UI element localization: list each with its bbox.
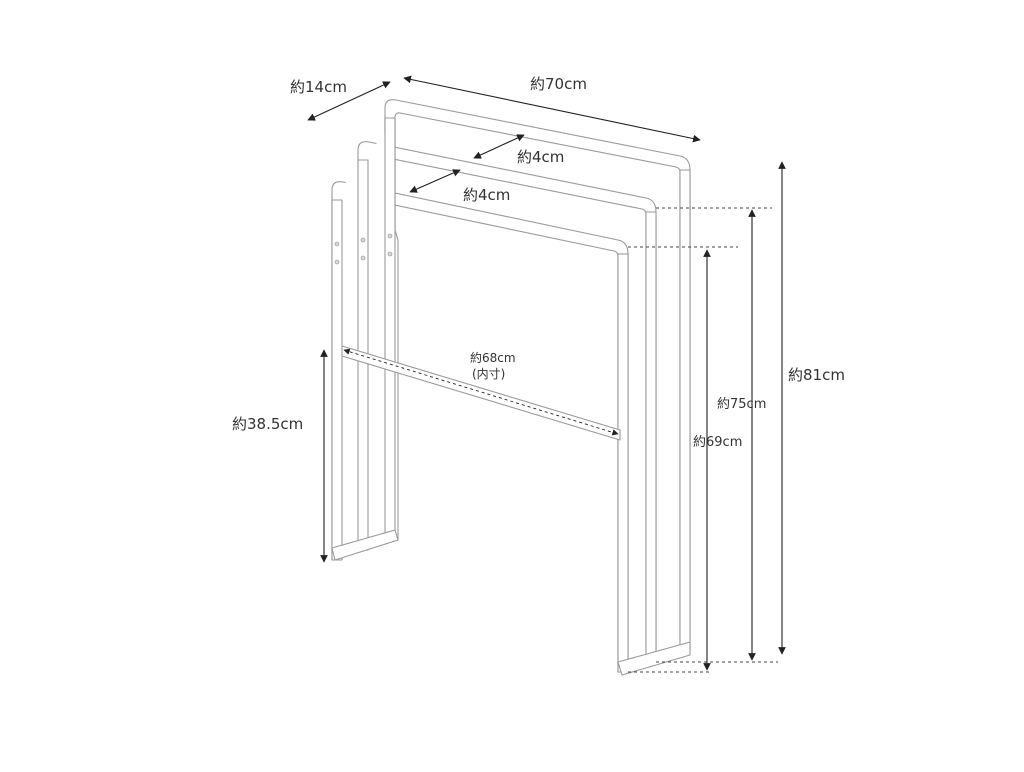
label-inner-width-note: (内寸) (472, 367, 505, 381)
label-inner-width: 約68cm (470, 350, 516, 365)
dim-line-gap-upper (473, 134, 525, 159)
label-total-height: 約81cm (788, 366, 845, 384)
dim-line-gap-lower (409, 169, 461, 193)
dim-line-width (403, 75, 701, 143)
screw-icon (387, 233, 393, 239)
label-front-height: 約69cm (693, 435, 742, 450)
label-gap-lower: 約4cm (463, 186, 510, 204)
label-middle-height: 約75cm (717, 397, 766, 412)
dim-line-depth (307, 81, 391, 121)
screw-icon (360, 255, 366, 261)
label-depth: 約14cm (290, 78, 347, 96)
screw-icon (334, 241, 340, 247)
label-width: 約70cm (530, 75, 587, 93)
screw-icon (360, 237, 366, 243)
extension-lines (628, 207, 778, 673)
label-gap-upper: 約4cm (517, 148, 564, 166)
label-bar-height: 約38.5cm (232, 415, 303, 433)
right-side-panel (617, 169, 691, 676)
screw-icon (334, 259, 340, 265)
screw-icon (387, 251, 393, 257)
